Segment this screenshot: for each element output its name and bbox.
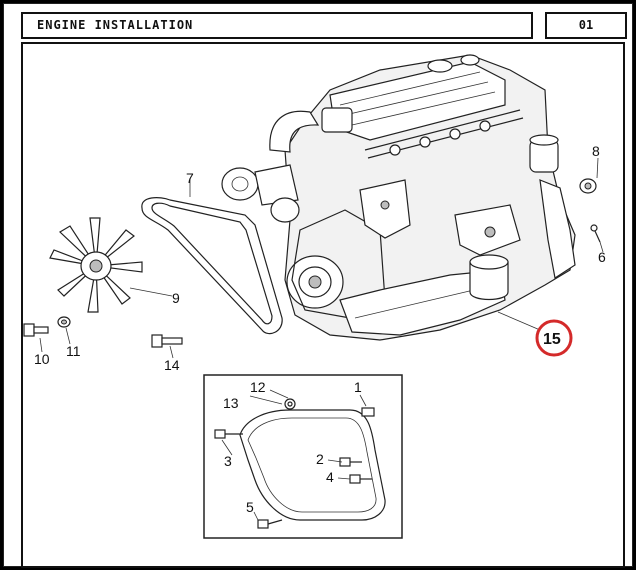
callout-1[interactable]: 1	[354, 379, 362, 395]
callout-4[interactable]: 4	[326, 469, 334, 485]
bolt-part-14[interactable]	[151, 334, 183, 348]
bolt-part-10[interactable]	[23, 323, 49, 337]
callout-11[interactable]: 11	[66, 343, 81, 359]
highlight-circle	[535, 319, 573, 357]
callout-9[interactable]: 9	[172, 290, 180, 306]
callout-3[interactable]: 3	[224, 453, 232, 469]
inset-rear-cover[interactable]	[203, 374, 403, 539]
leader-lines	[39, 157, 604, 359]
washer-part-8[interactable]	[579, 178, 597, 194]
callout-10[interactable]: 10	[34, 351, 50, 367]
cooling-fan[interactable]	[49, 217, 143, 313]
callout-6[interactable]: 6	[598, 249, 606, 265]
callout-2[interactable]: 2	[316, 451, 324, 467]
callout-15[interactable]: 15	[543, 331, 561, 348]
callout-8[interactable]: 8	[592, 143, 600, 159]
callout-12[interactable]: 12	[250, 379, 266, 395]
callout-13[interactable]: 13	[223, 395, 239, 411]
page-title: ENGINE INSTALLATION	[21, 12, 533, 39]
callout-7[interactable]: 7	[186, 170, 194, 186]
engine-assembly[interactable]	[141, 54, 576, 341]
callout-5[interactable]: 5	[246, 499, 254, 515]
washer-part-11[interactable]	[57, 316, 71, 328]
page-number: 01	[545, 12, 627, 39]
screw-part-6[interactable]	[590, 224, 601, 243]
callout-14[interactable]: 14	[164, 357, 180, 373]
drawing-frame	[21, 42, 625, 568]
